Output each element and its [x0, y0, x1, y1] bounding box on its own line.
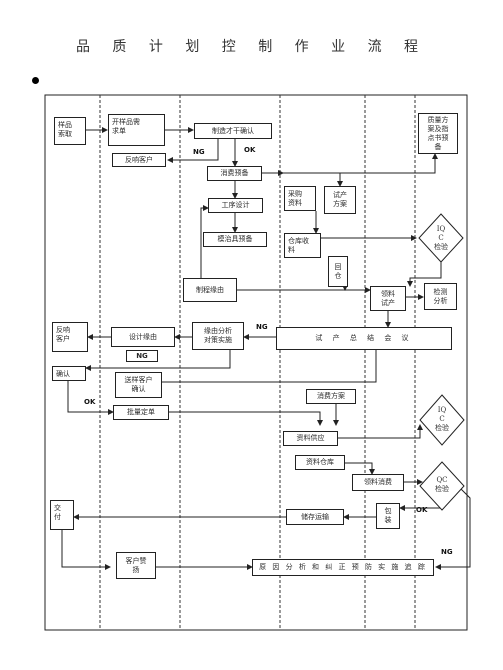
iqc-inspection-1: IQ C 检验	[434, 225, 448, 251]
pick-trial-box: 领料 试产	[370, 286, 406, 311]
material-supply-box: 资料供应	[283, 431, 338, 446]
purchase-material-box: 采购 资料	[284, 186, 316, 211]
pick-production-box: 领料消费	[352, 474, 404, 491]
packing-box: 包 装	[376, 503, 400, 529]
qc-inspection: QC 检验	[435, 476, 449, 493]
confirm-box: 确认	[52, 366, 86, 381]
open-sample-order-box: 开样品需 求单	[108, 114, 165, 146]
feedback-customer-box-1: 反响客户	[112, 153, 166, 167]
ng-label-trial-summary: NG	[256, 323, 268, 331]
bullet-dot	[32, 77, 39, 84]
design-defect-box: 设计缘由	[111, 327, 175, 347]
process-defect-box: 制程缘由	[183, 278, 237, 302]
feedback-customer-box-2: 反响 客户	[52, 322, 88, 352]
ok-label-qc: OK	[416, 506, 428, 514]
root-cause-box: 原 因 分 析 和 纠 正 预 防 实 施 追 踪	[252, 559, 434, 576]
trial-summary-box: 试 产 总 结 会 议	[276, 327, 452, 350]
iqc-inspection-2: IQ C 检验	[435, 406, 449, 432]
process-design-box: 工序设计	[208, 198, 263, 213]
sample-request-box: 样品 索取	[54, 117, 86, 145]
ok-label-make-confirm: OK	[244, 146, 256, 154]
page-title: 品 质 计 划 控 制 作 业 流 程	[75, 39, 428, 55]
ng-label-qc: NG	[441, 548, 453, 556]
make-confirm-box: 制造才干确认	[194, 123, 272, 139]
quality-plan-box: 质量方 案及指 点书预 备	[418, 113, 458, 154]
outer-frame	[44, 94, 468, 631]
trial-plan-box: 试产 方案	[324, 186, 356, 214]
ng-label-design: NG	[126, 350, 158, 362]
warehouse-receive-box: 仓库收 料	[284, 233, 321, 258]
inspect-analysis-box: 检测 分析	[424, 283, 457, 310]
decision-diamonds	[418, 213, 465, 511]
mass-order-box: 批量定单	[113, 405, 169, 420]
return-warehouse-box: 回 仓	[328, 256, 348, 287]
ok-label-confirm: OK	[84, 398, 96, 406]
connectors	[61, 127, 471, 570]
customer-complaint-box: 客户赞 扬	[116, 552, 156, 579]
ng-label-make-confirm: NG	[193, 148, 205, 156]
send-sample-box: 送样客户 确认	[115, 372, 162, 398]
mold-prep-box: 模治具预备	[203, 232, 267, 247]
consumption-prep-box: 消费预备	[207, 166, 262, 181]
store-transport-box: 储存运输	[286, 509, 344, 525]
defect-analysis-box: 缘由分析 对策实施	[192, 322, 244, 350]
delivery-box: 交 付	[50, 500, 74, 530]
material-warehouse-box: 资料仓库	[295, 455, 345, 470]
swimlane-dividers	[99, 95, 416, 630]
production-plan-box: 消费方案	[306, 389, 356, 404]
